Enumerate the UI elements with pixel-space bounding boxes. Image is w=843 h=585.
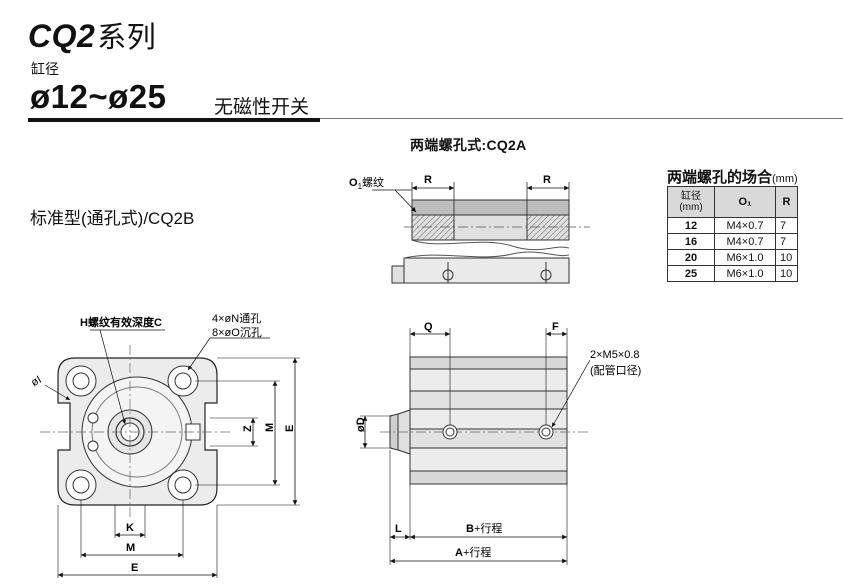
o-counterbore-label: 8×øO沉孔 [212, 326, 262, 339]
cq2b-title: 标准型(通孔式)/CQ2B [30, 209, 195, 228]
cell-bore: 20 [667, 249, 715, 266]
o1-label-suffix: 螺纹 [362, 175, 384, 189]
header-r: R [775, 186, 798, 218]
o1-label-main: O [349, 177, 358, 189]
series-word: 系列 [97, 22, 157, 54]
bore-range: ø12~ø25 [30, 78, 167, 115]
port-note-label: (配管口径) [590, 363, 641, 377]
o1-label-sub: 1 [358, 182, 363, 191]
b-dim-letter: B [466, 523, 474, 535]
n-through-hole-label: 4×øN通孔 [212, 312, 261, 325]
cq2b-side-drawing [360, 328, 591, 565]
r-dim-left: R [424, 174, 432, 186]
z-dim-label: Z [242, 425, 254, 432]
r-dim-right: R [543, 174, 551, 186]
d-dim-label: øD [355, 417, 367, 432]
a-dim-suffix: +行程 [463, 546, 491, 559]
i-dia-label: øI [29, 374, 43, 389]
cell-bore: 25 [667, 265, 715, 282]
b-dim-label: B+行程 [466, 522, 502, 535]
q-dim-label: Q [424, 321, 433, 333]
e-dim-vert-label: E [284, 425, 296, 432]
cell-o1: M6×1.0 [714, 265, 776, 282]
m-dim-horiz-label: M [126, 542, 135, 554]
cell-bore: 16 [667, 233, 715, 250]
a-dim-letter: A [455, 547, 463, 559]
b-dim-suffix: +行程 [474, 522, 502, 535]
cell-r: 10 [775, 265, 798, 282]
port-thread-label: 2×M5×0.8 [590, 349, 640, 361]
title-underline [28, 118, 320, 122]
header-bore: 缸径(mm) [667, 186, 715, 218]
f-dim-label: F [552, 321, 559, 333]
cell-bore: 12 [667, 217, 715, 234]
bore-range-note: 无磁性开关 [214, 97, 310, 118]
m-dim-vert-label: M [264, 423, 276, 432]
o1-table-title-text: 两端螺孔的场合 [667, 169, 773, 186]
l-dim-label: L [395, 523, 402, 535]
cq2a-title: 两端螺孔式:CQ2A [410, 137, 527, 153]
o1-thread-label: O1螺纹 [349, 175, 384, 191]
e-dim-horiz-label: E [131, 562, 138, 574]
bore-label: 缸径 [31, 61, 59, 77]
cq2a-drawing [372, 182, 590, 284]
series-code: CQ2 [28, 18, 96, 54]
header-bore-line2: (mm) [679, 202, 703, 213]
a-dim-label: A+行程 [455, 546, 491, 559]
o1-table-title: 两端螺孔的场合(mm) [667, 166, 798, 187]
series-title: CQ2系列 [28, 14, 156, 56]
header-o1: O₁ [714, 186, 776, 218]
cell-r: 7 [775, 233, 798, 250]
cq2b-front-drawing [40, 329, 300, 578]
o1-table-header-row: 缸径(mm) O₁ R [667, 186, 798, 218]
header-bore-line1: 缸径 [681, 191, 701, 202]
k-dim-label: K [126, 522, 134, 534]
o1-table-unit: (mm) [772, 173, 798, 185]
h-thread-depth-label: H螺纹有效深度C [80, 315, 162, 329]
title-divider [28, 118, 843, 119]
